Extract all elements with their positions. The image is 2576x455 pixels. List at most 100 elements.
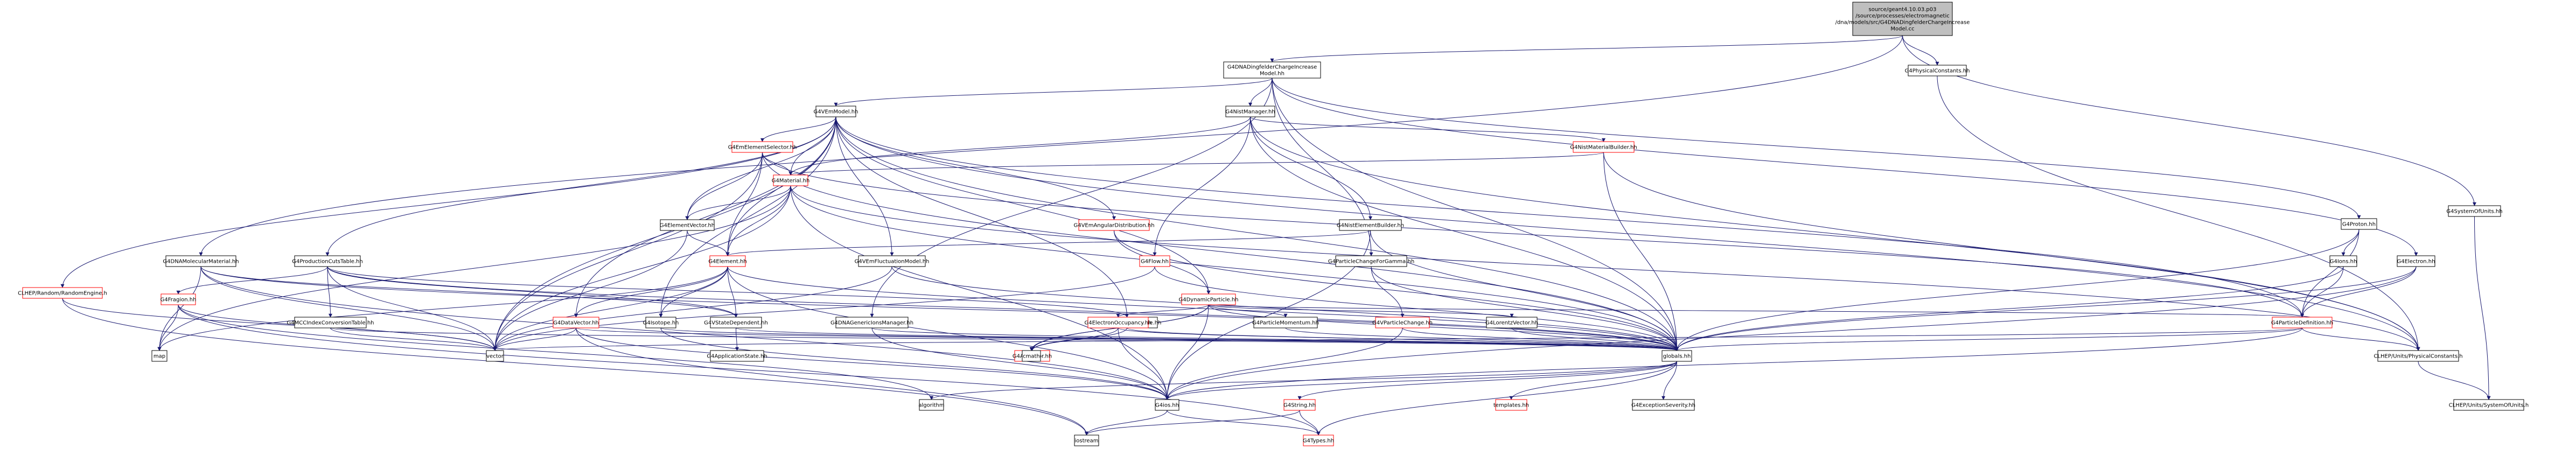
edge-prodCuts-to-fpeDbg — [176, 266, 328, 295]
node-box-proton — [2341, 218, 2377, 230]
node-cmath[interactable]: cmath — [1022, 350, 1041, 362]
node-nistMatBuilder[interactable]: G4NistMaterialBuilder.hh — [1570, 141, 1637, 153]
node-templates[interactable]: templates.hh — [1493, 399, 1529, 411]
node-fpeDbg[interactable]: G4Fragion.hh — [160, 293, 197, 305]
edge-dynPart-to-partMom — [1208, 304, 1288, 318]
node-nistElemBuilder[interactable]: G4NistElementBuilder.hh — [1337, 219, 1404, 231]
node-label-root-2: /dna/models/src/G4DNADingfelderChargeInc… — [1835, 20, 1970, 26]
node-g4string[interactable]: G4String.hh — [1283, 399, 1316, 411]
node-box-element — [709, 255, 746, 267]
edge-isotope-to-globals — [660, 327, 1679, 351]
node-label-elecOcc-0: G4ElectronOccupancy.hh — [1085, 320, 1152, 326]
node-isotope[interactable]: G4Isotope.hh — [643, 317, 679, 328]
node-box-flow — [1139, 255, 1170, 267]
edge-vEmModel-to-dynPart — [835, 116, 1211, 295]
node-vEmFluct[interactable]: G4VEmFluctuationModel.hh — [855, 255, 930, 267]
node-prodCuts[interactable]: G4ProductionCutsTable.hh — [292, 255, 363, 267]
edge-proton-to-ions — [2341, 229, 2359, 256]
node-vector[interactable]: vector — [486, 350, 504, 362]
node-box-root — [1852, 2, 1953, 36]
edge-globals-to-g4types — [1316, 361, 1677, 436]
node-label-map-0: map — [153, 354, 165, 360]
edge-globals-to-excSev — [1662, 361, 1677, 400]
node-label-vector-0: vector — [486, 354, 504, 360]
node-dnaLimit[interactable]: G4DNAGenericIonsManager.hh — [830, 317, 913, 328]
node-box-material — [773, 174, 808, 186]
node-box-sysUnits — [2448, 205, 2501, 217]
node-clhepUnits[interactable]: CLHEP/Units/SystemOfUnits.h — [2449, 399, 2529, 411]
node-flow[interactable]: G4Flow.hh — [1139, 255, 1170, 267]
node-sysUnits[interactable]: G4SystemOfUnits.hh — [2446, 205, 2503, 217]
node-box-vStateDep — [710, 317, 762, 328]
node-root[interactable]: source/geant4.10.03.p03/source/processes… — [1835, 2, 1970, 36]
node-material[interactable]: G4Material.hh — [772, 174, 810, 186]
node-label-templates-0: templates.hh — [1493, 403, 1529, 409]
node-lorentz[interactable]: G4LorentzVector.hh — [1485, 317, 1538, 328]
node-partMom[interactable]: G4ParticleMomentum.hh — [1252, 317, 1319, 328]
node-label-clhepUnits-0: CLHEP/Units/SystemOfUnits.h — [2449, 403, 2529, 409]
edge-mccIndex-to-vector — [330, 327, 497, 351]
node-box-vPartChange — [1375, 317, 1430, 328]
node-vEmAngDist[interactable]: G4VEmAngularDistribution.hh — [1073, 219, 1155, 231]
node-g4types[interactable]: G4Types.hh — [1303, 435, 1334, 446]
node-ios[interactable]: G4ios.hh — [1155, 399, 1179, 411]
node-label-dnaLimit-0: G4DNAGenericIonsManager.hh — [830, 320, 913, 326]
node-appState[interactable]: G4ApplicationState.hh — [707, 350, 767, 362]
edge-dynPart-to-ios — [1165, 304, 1209, 400]
edge-material-to-globals — [790, 185, 1679, 351]
edge-clhepPhys-to-clhepUnits — [2418, 361, 2491, 400]
node-vPartChange[interactable]: G4VParticleChange.hh — [1372, 317, 1433, 328]
node-label-dnaModel-0: G4DNADingfelderChargeIncrease — [1227, 65, 1317, 71]
node-randEngine[interactable]: CLHEP/Random/RandomEngine.h — [18, 287, 107, 299]
node-label-elemVector-0: G4ElementVector.hh — [660, 223, 715, 229]
edge-globals-to-algorithm — [930, 361, 1677, 400]
node-label-physConst-0: G4PhysicalConstants.hh — [1905, 68, 1970, 74]
node-emElemSel[interactable]: G4EmElementSelector.hh — [728, 141, 797, 153]
node-label-ions-0: G4Ions.hh — [2330, 259, 2357, 265]
node-dnaMolMat[interactable]: G4DNAMolecularMaterial.hh — [163, 255, 239, 267]
node-elecOcc[interactable]: G4ElectronOccupancy.hh — [1085, 317, 1152, 328]
node-proton[interactable]: G4Proton.hh — [2341, 218, 2377, 230]
node-label-root-0: source/geant4.10.03.p03 — [1869, 7, 1937, 13]
edge-globals-to-g4string — [1297, 361, 1677, 400]
node-partChange[interactable]: G4ParticleChangeForGamma.hh — [1328, 255, 1414, 267]
node-label-fpeDbg-0: G4Fragion.hh — [160, 297, 197, 303]
node-iostream[interactable]: iostream — [1074, 435, 1099, 446]
edge-material-to-elemVector — [685, 185, 791, 220]
node-physConst[interactable]: G4PhysicalConstants.hh — [1905, 65, 1970, 76]
node-label-vStateDep-0: G4VStateDependent.hh — [704, 320, 768, 326]
node-mccIndex[interactable]: G4MCCIndexConversionTable.hh — [287, 317, 374, 328]
node-algorithm[interactable]: algorithm — [918, 399, 945, 411]
edge-nistManager-to-nistElemBuilder — [1250, 116, 1372, 220]
node-box-partChange — [1335, 255, 1407, 267]
node-box-iostream — [1074, 435, 1099, 446]
node-vStateDep[interactable]: G4VStateDependent.hh — [704, 317, 768, 328]
edge-dataVector-to-iostream — [576, 327, 1088, 436]
node-partDef[interactable]: G4ParticleDefinition.hh — [2271, 317, 2333, 328]
edge-lorentz-to-globals — [1511, 327, 1679, 351]
edge-vEmModel-to-dataVector — [574, 116, 836, 318]
node-label-dataVector-0: G4DataVector.hh — [553, 320, 599, 326]
node-dataVector[interactable]: G4DataVector.hh — [553, 317, 599, 328]
edge-nistManager-to-flow — [1153, 116, 1251, 256]
node-ions[interactable]: G4Ions.hh — [2329, 255, 2357, 267]
node-label-material-0: G4Material.hh — [772, 178, 810, 184]
node-nistManager[interactable]: G4NistManager.hh — [1225, 106, 1275, 117]
node-vEmModel[interactable]: G4VEmModel.hh — [814, 106, 858, 117]
edge-prodCuts-to-matCuts — [327, 266, 1129, 318]
node-elemVector[interactable]: G4ElementVector.hh — [660, 219, 715, 231]
node-clhepPhys[interactable]: CLHEP/Units/PhysicalConstants.h — [2373, 350, 2463, 362]
node-globals[interactable]: globals.hh — [1662, 350, 1692, 362]
node-excSev[interactable]: G4ExceptionSeverity.hh — [1631, 399, 1695, 411]
node-box-g4types — [1303, 435, 1334, 446]
node-dynPart[interactable]: G4DynamicParticle.hh — [1178, 293, 1239, 305]
node-map[interactable]: map — [151, 350, 167, 362]
edge-emElemSel-to-vector — [493, 152, 763, 351]
node-electron[interactable]: G4Electron.hh — [2397, 255, 2435, 267]
node-box-lorentz — [1486, 317, 1538, 328]
node-box-ions — [2329, 255, 2357, 267]
node-box-prodCuts — [294, 255, 361, 267]
edge-dataVector-to-ios — [576, 327, 1169, 400]
node-element[interactable]: G4Element.hh — [708, 255, 747, 267]
